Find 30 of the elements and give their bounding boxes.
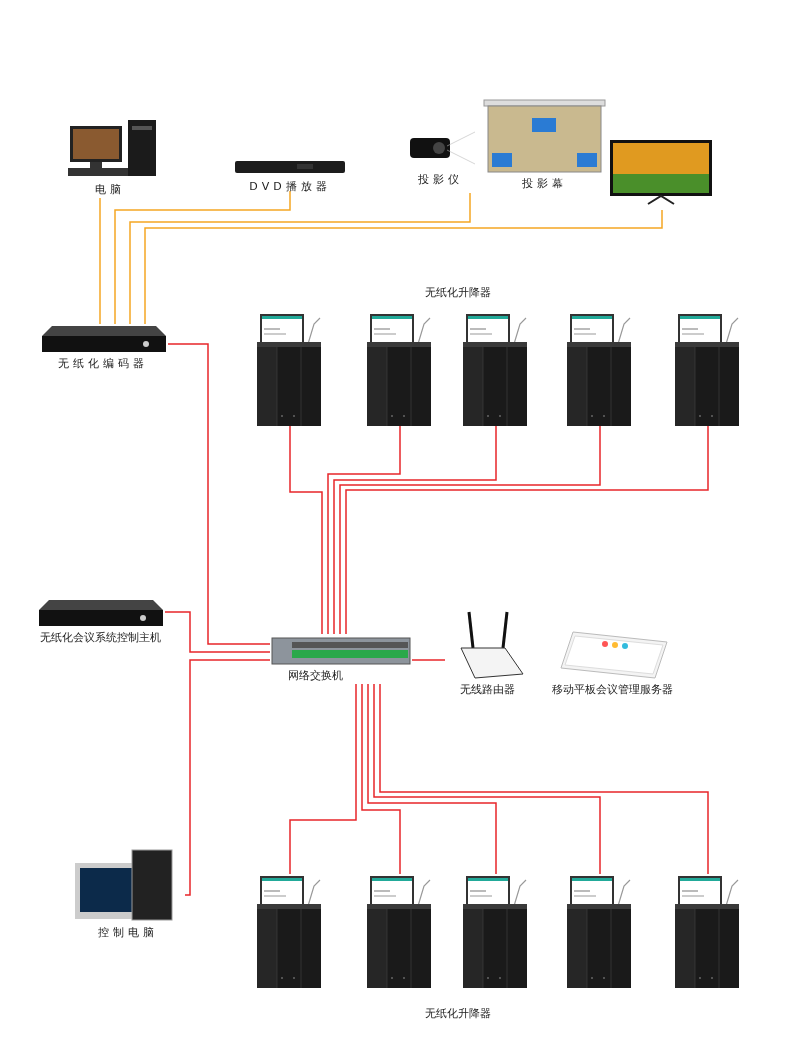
- cable-line: [144, 209, 663, 325]
- device-label: 无纸化编码器: [58, 356, 148, 371]
- device-label: 无线路由器: [460, 682, 515, 697]
- cable-line: [99, 197, 101, 325]
- device-label: 控制电脑: [97, 925, 158, 940]
- cable-line: [373, 683, 601, 875]
- device-label: DVD播放器: [249, 179, 331, 194]
- device-label: 投影仪: [417, 172, 463, 187]
- cable-line: [164, 611, 271, 653]
- cable-line: [361, 683, 401, 875]
- cable-line: [184, 659, 271, 896]
- cable-line: [289, 425, 323, 635]
- cable-line: [379, 683, 709, 875]
- device-label: 投影幕: [522, 176, 567, 191]
- cable-line: [114, 190, 291, 325]
- device-label: 无纸化会议系统控制主机: [39, 630, 161, 645]
- cable-line: [167, 343, 271, 645]
- device-label: 电脑: [95, 182, 125, 197]
- cable-line: [289, 683, 357, 875]
- cable-line: [367, 683, 497, 875]
- cable-line: [333, 425, 497, 635]
- cable-line: [129, 192, 471, 325]
- cable-line: [339, 425, 601, 635]
- device-label: 网络交换机: [288, 668, 343, 683]
- cable-line: [411, 659, 446, 661]
- group-caption: 无纸化升降器: [425, 285, 491, 300]
- cable-line: [345, 425, 709, 635]
- device-label: 移动平板会议管理服务器: [552, 682, 673, 697]
- cable-line: [327, 425, 401, 635]
- group-caption: 无纸化升降器: [425, 1006, 491, 1021]
